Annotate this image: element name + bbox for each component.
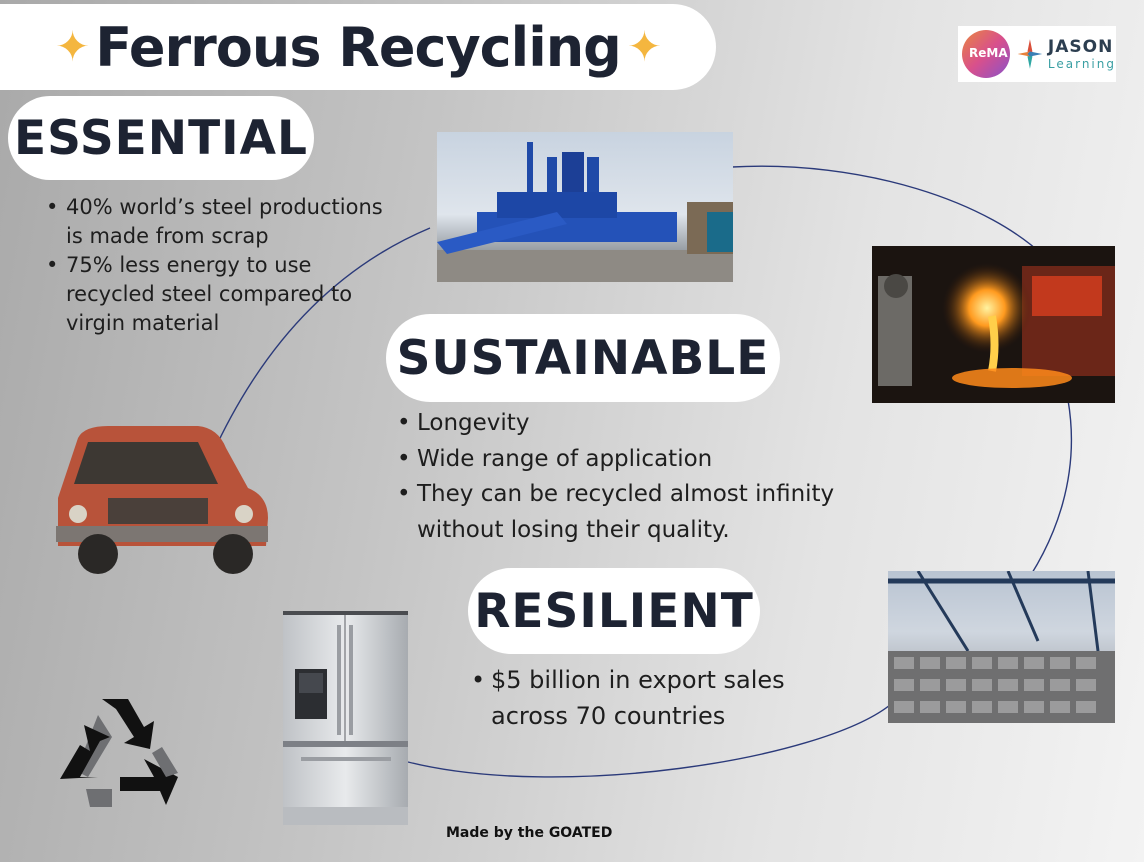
sustainable-heading: SUSTAINABLE	[386, 314, 780, 402]
resilient-heading: RESILIENT	[468, 568, 760, 654]
learning-logo-text: Learning	[1047, 56, 1116, 71]
shredder-machine-photo	[437, 132, 733, 282]
compass-icon	[1017, 39, 1043, 69]
sparkle-icon: ✦	[626, 22, 662, 71]
steel-ingots-photo	[888, 571, 1115, 723]
resilient-heading-text: RESILIENT	[474, 583, 754, 639]
credit-footer: Made by the GOATED	[446, 825, 613, 841]
connector-shredder-to-furnace	[731, 165, 1051, 263]
sustainable-heading-text: SUSTAINABLE	[396, 330, 770, 386]
essential-heading-text: ESSENTIAL	[13, 110, 308, 166]
logo-panel: ReMA JASON Learning	[958, 26, 1116, 82]
sparkle-icon: ✦	[54, 22, 90, 71]
title-banner: ✦ Ferrous Recycling ✦	[0, 4, 716, 90]
rema-logo: ReMA	[958, 26, 1014, 82]
rusted-car-image	[48, 418, 270, 580]
sustainable-bullets: Longevity Wide range of application They…	[395, 406, 887, 549]
essential-bullet: 75% less energy to use recycled steel co…	[46, 251, 386, 338]
sustainable-bullet: Longevity	[397, 406, 887, 442]
resilient-bullet: $5 billion in export sales across 70 cou…	[471, 662, 851, 734]
steel-furnace-photo	[872, 246, 1115, 403]
sustainable-bullet: Wide range of application	[397, 442, 887, 478]
essential-bullets: 40% world’s steel productions is made fr…	[44, 193, 386, 338]
recycle-icon	[58, 693, 182, 811]
rema-dots-icon	[962, 30, 1010, 78]
essential-bullet: 40% world’s steel productions is made fr…	[46, 193, 386, 251]
jason-learning-logo: JASON Learning	[1047, 36, 1116, 71]
resilient-bullets: $5 billion in export sales across 70 cou…	[469, 662, 851, 734]
page-title: Ferrous Recycling	[95, 15, 622, 79]
jason-logo-text: JASON	[1047, 36, 1114, 57]
essential-heading: ESSENTIAL	[8, 96, 314, 180]
rema-logo-text: ReMA	[969, 46, 1008, 60]
refrigerator-image	[281, 611, 410, 825]
sustainable-bullet: They can be recycled almost infinity wit…	[397, 477, 887, 548]
